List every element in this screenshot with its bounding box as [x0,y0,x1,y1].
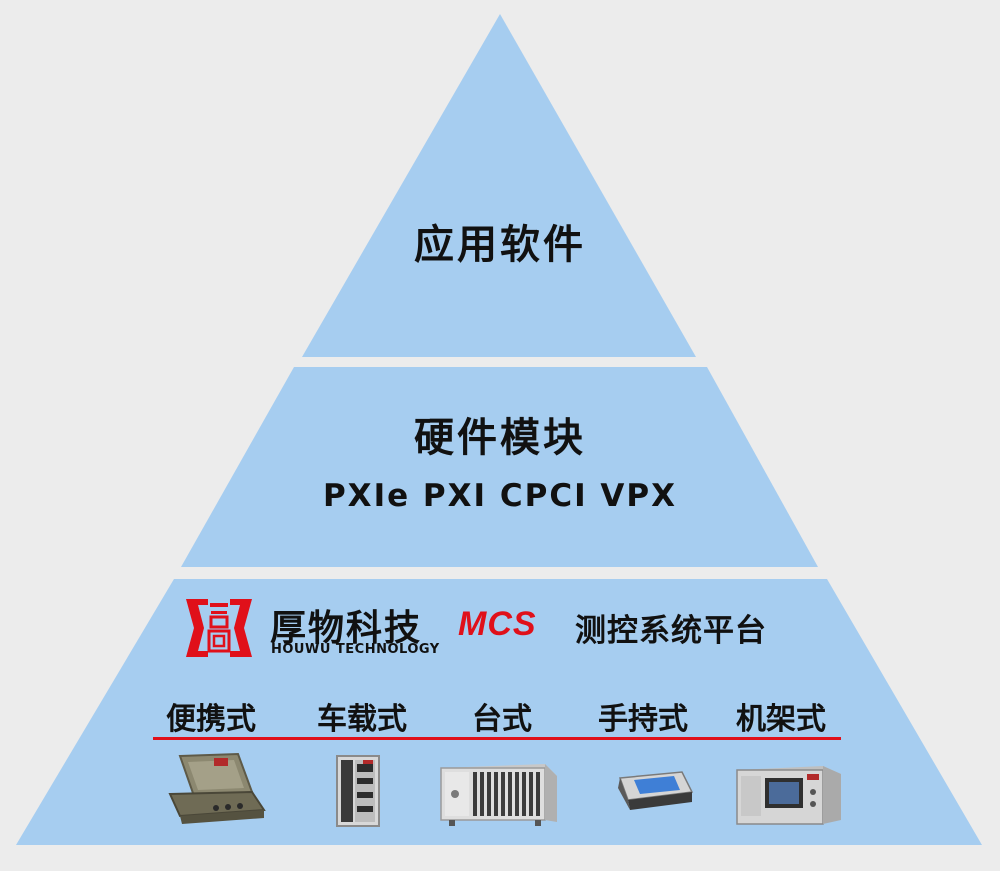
form-factor-handheld: 手持式 [598,702,688,737]
product-mark: MCS [458,605,537,643]
divider-line [153,737,841,740]
company-name: 厚物科技 [270,608,423,649]
vehicle-device-image [336,755,380,827]
company-name-en: HOUWU TECHNOLOGY [271,642,440,657]
handheld-device-image [618,771,694,810]
tier-middle-shape [181,367,818,567]
form-factor-desktop: 台式 [472,702,532,737]
form-factor-vehicle: 车载式 [317,702,407,737]
portable-device-image [168,752,266,824]
form-factor-rack: 机架式 [736,702,826,737]
tier-middle-subtitle: PXIe PXI CPCI VPX [322,478,678,514]
desktop-device-image [440,764,557,826]
form-factor-portable: 便携式 [166,702,256,737]
platform-name: 测控系统平台 [575,613,767,649]
tier-middle-title: 硬件模块 [414,415,586,461]
brand-row: 厚物科技 HOUWU TECHNOLOGY MCS 测控系统平台 [180,595,820,665]
rack-device-image [736,766,841,825]
company-logo-icon [186,599,252,657]
tier-top-shape [302,14,696,357]
tier-top-title: 应用软件 [414,222,586,268]
